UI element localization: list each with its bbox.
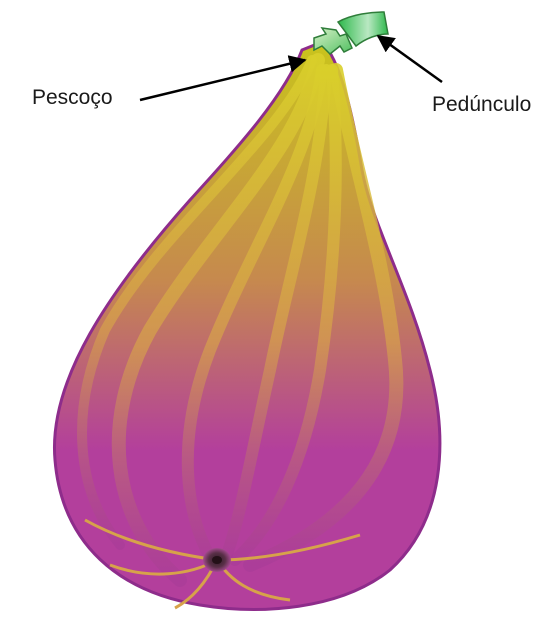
- label-stalk: Pedúnculo: [432, 93, 531, 116]
- fig-eye-center: [212, 556, 222, 564]
- leader-stalk-arrow: [378, 36, 442, 82]
- label-neck: Pescoço: [32, 86, 113, 109]
